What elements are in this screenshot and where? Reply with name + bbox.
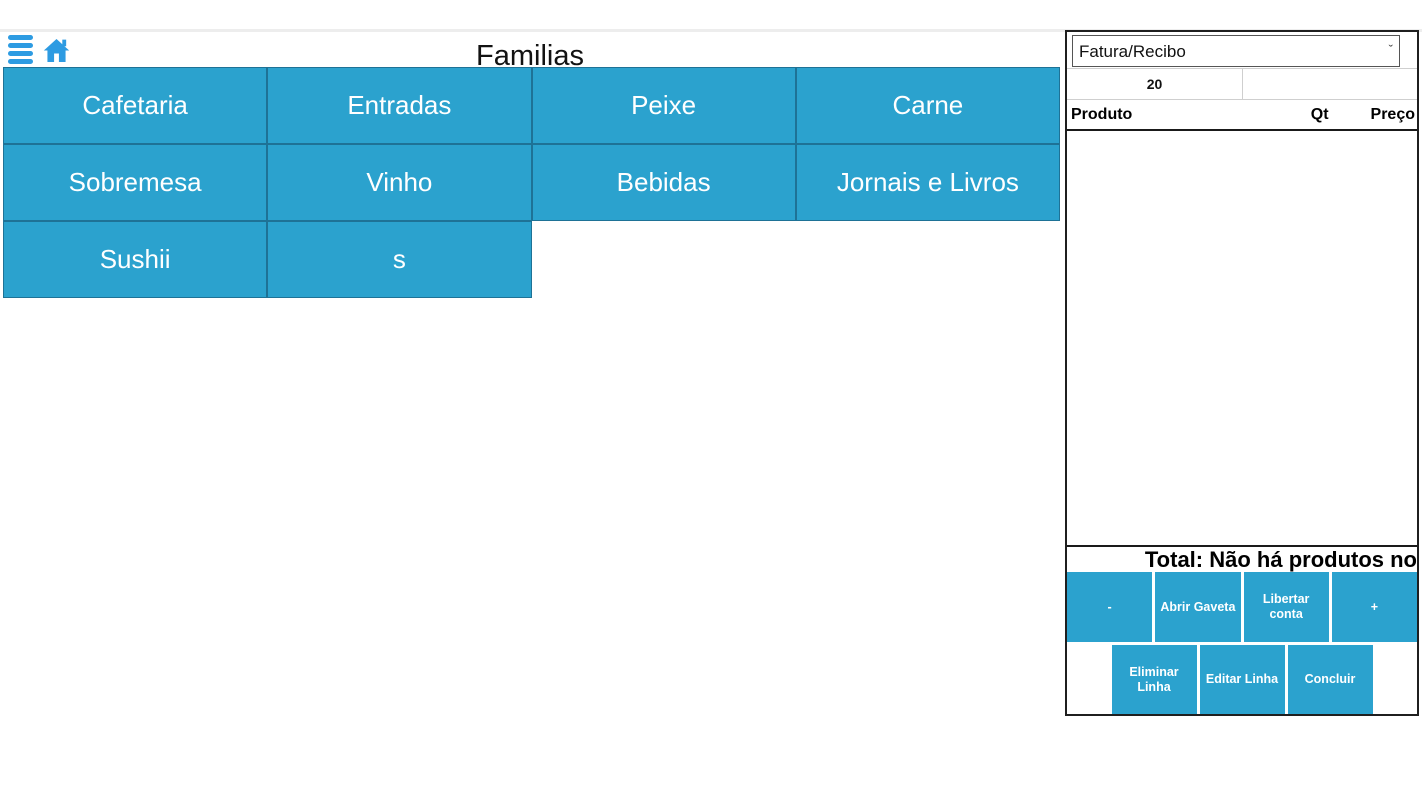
family-button-cafetaria[interactable]: Cafetaria <box>3 67 268 144</box>
column-header-preco: Preço <box>1370 106 1415 123</box>
abrir-gaveta-button[interactable]: Abrir Gaveta <box>1155 572 1241 642</box>
family-button-entradas[interactable]: Entradas <box>267 67 532 144</box>
libertar-conta-button[interactable]: Libertar conta <box>1243 572 1329 642</box>
decrement-button[interactable]: - <box>1067 572 1153 642</box>
home-icon-glyph <box>43 39 70 62</box>
family-button-peixe[interactable]: Peixe <box>531 67 796 144</box>
concluir-button[interactable]: Concluir <box>1287 645 1373 714</box>
menu-icon[interactable] <box>8 35 33 65</box>
table-number[interactable]: 20 <box>1067 69 1243 99</box>
family-button-vinho[interactable]: Vinho <box>267 144 532 221</box>
family-button-jornais-e-livros[interactable]: Jornais e Livros <box>795 144 1060 221</box>
total-label: Total: Não há produtos no <box>1067 545 1417 572</box>
home-icon[interactable] <box>42 36 71 65</box>
table-number-empty-cell <box>1243 69 1417 99</box>
column-header-produto: Produto <box>1071 106 1133 123</box>
menu-icon-bar <box>8 43 33 48</box>
column-header-qt: Qt <box>1310 106 1329 123</box>
document-type-select[interactable]: Fatura/Recibo <box>1072 35 1400 67</box>
page-title: Familias <box>476 40 584 72</box>
menu-icon-bar <box>8 59 33 64</box>
table-number-row: 20 <box>1067 68 1417 100</box>
family-button-s[interactable]: s <box>267 221 532 298</box>
actions-row-2: Eliminar Linha Editar Linha Concluir <box>1067 645 1417 714</box>
menu-icon-bar <box>8 35 33 40</box>
order-table-header: Produto Qt Preço <box>1067 101 1417 131</box>
family-button-sobremesa[interactable]: Sobremesa <box>3 144 268 221</box>
increment-button[interactable]: + <box>1331 572 1417 642</box>
actions-row-1: - Abrir Gaveta Libertar conta + <box>1067 572 1417 642</box>
editar-linha-button[interactable]: Editar Linha <box>1199 645 1285 714</box>
document-type-wrap: Fatura/Recibo ˇ <box>1072 35 1400 67</box>
order-items-list <box>1067 133 1417 545</box>
family-button-sushii[interactable]: Sushii <box>3 221 268 298</box>
family-button-carne[interactable]: Carne <box>795 67 1060 144</box>
family-button-bebidas[interactable]: Bebidas <box>531 144 796 221</box>
eliminar-linha-button[interactable]: Eliminar Linha <box>1111 645 1197 714</box>
families-grid: Cafetaria Entradas Peixe Carne Sobremesa… <box>3 67 1060 298</box>
order-panel: Fatura/Recibo ˇ 20 Produto Qt Preço Tota… <box>1065 30 1419 716</box>
top-divider <box>0 29 1422 32</box>
menu-icon-bar <box>8 51 33 56</box>
